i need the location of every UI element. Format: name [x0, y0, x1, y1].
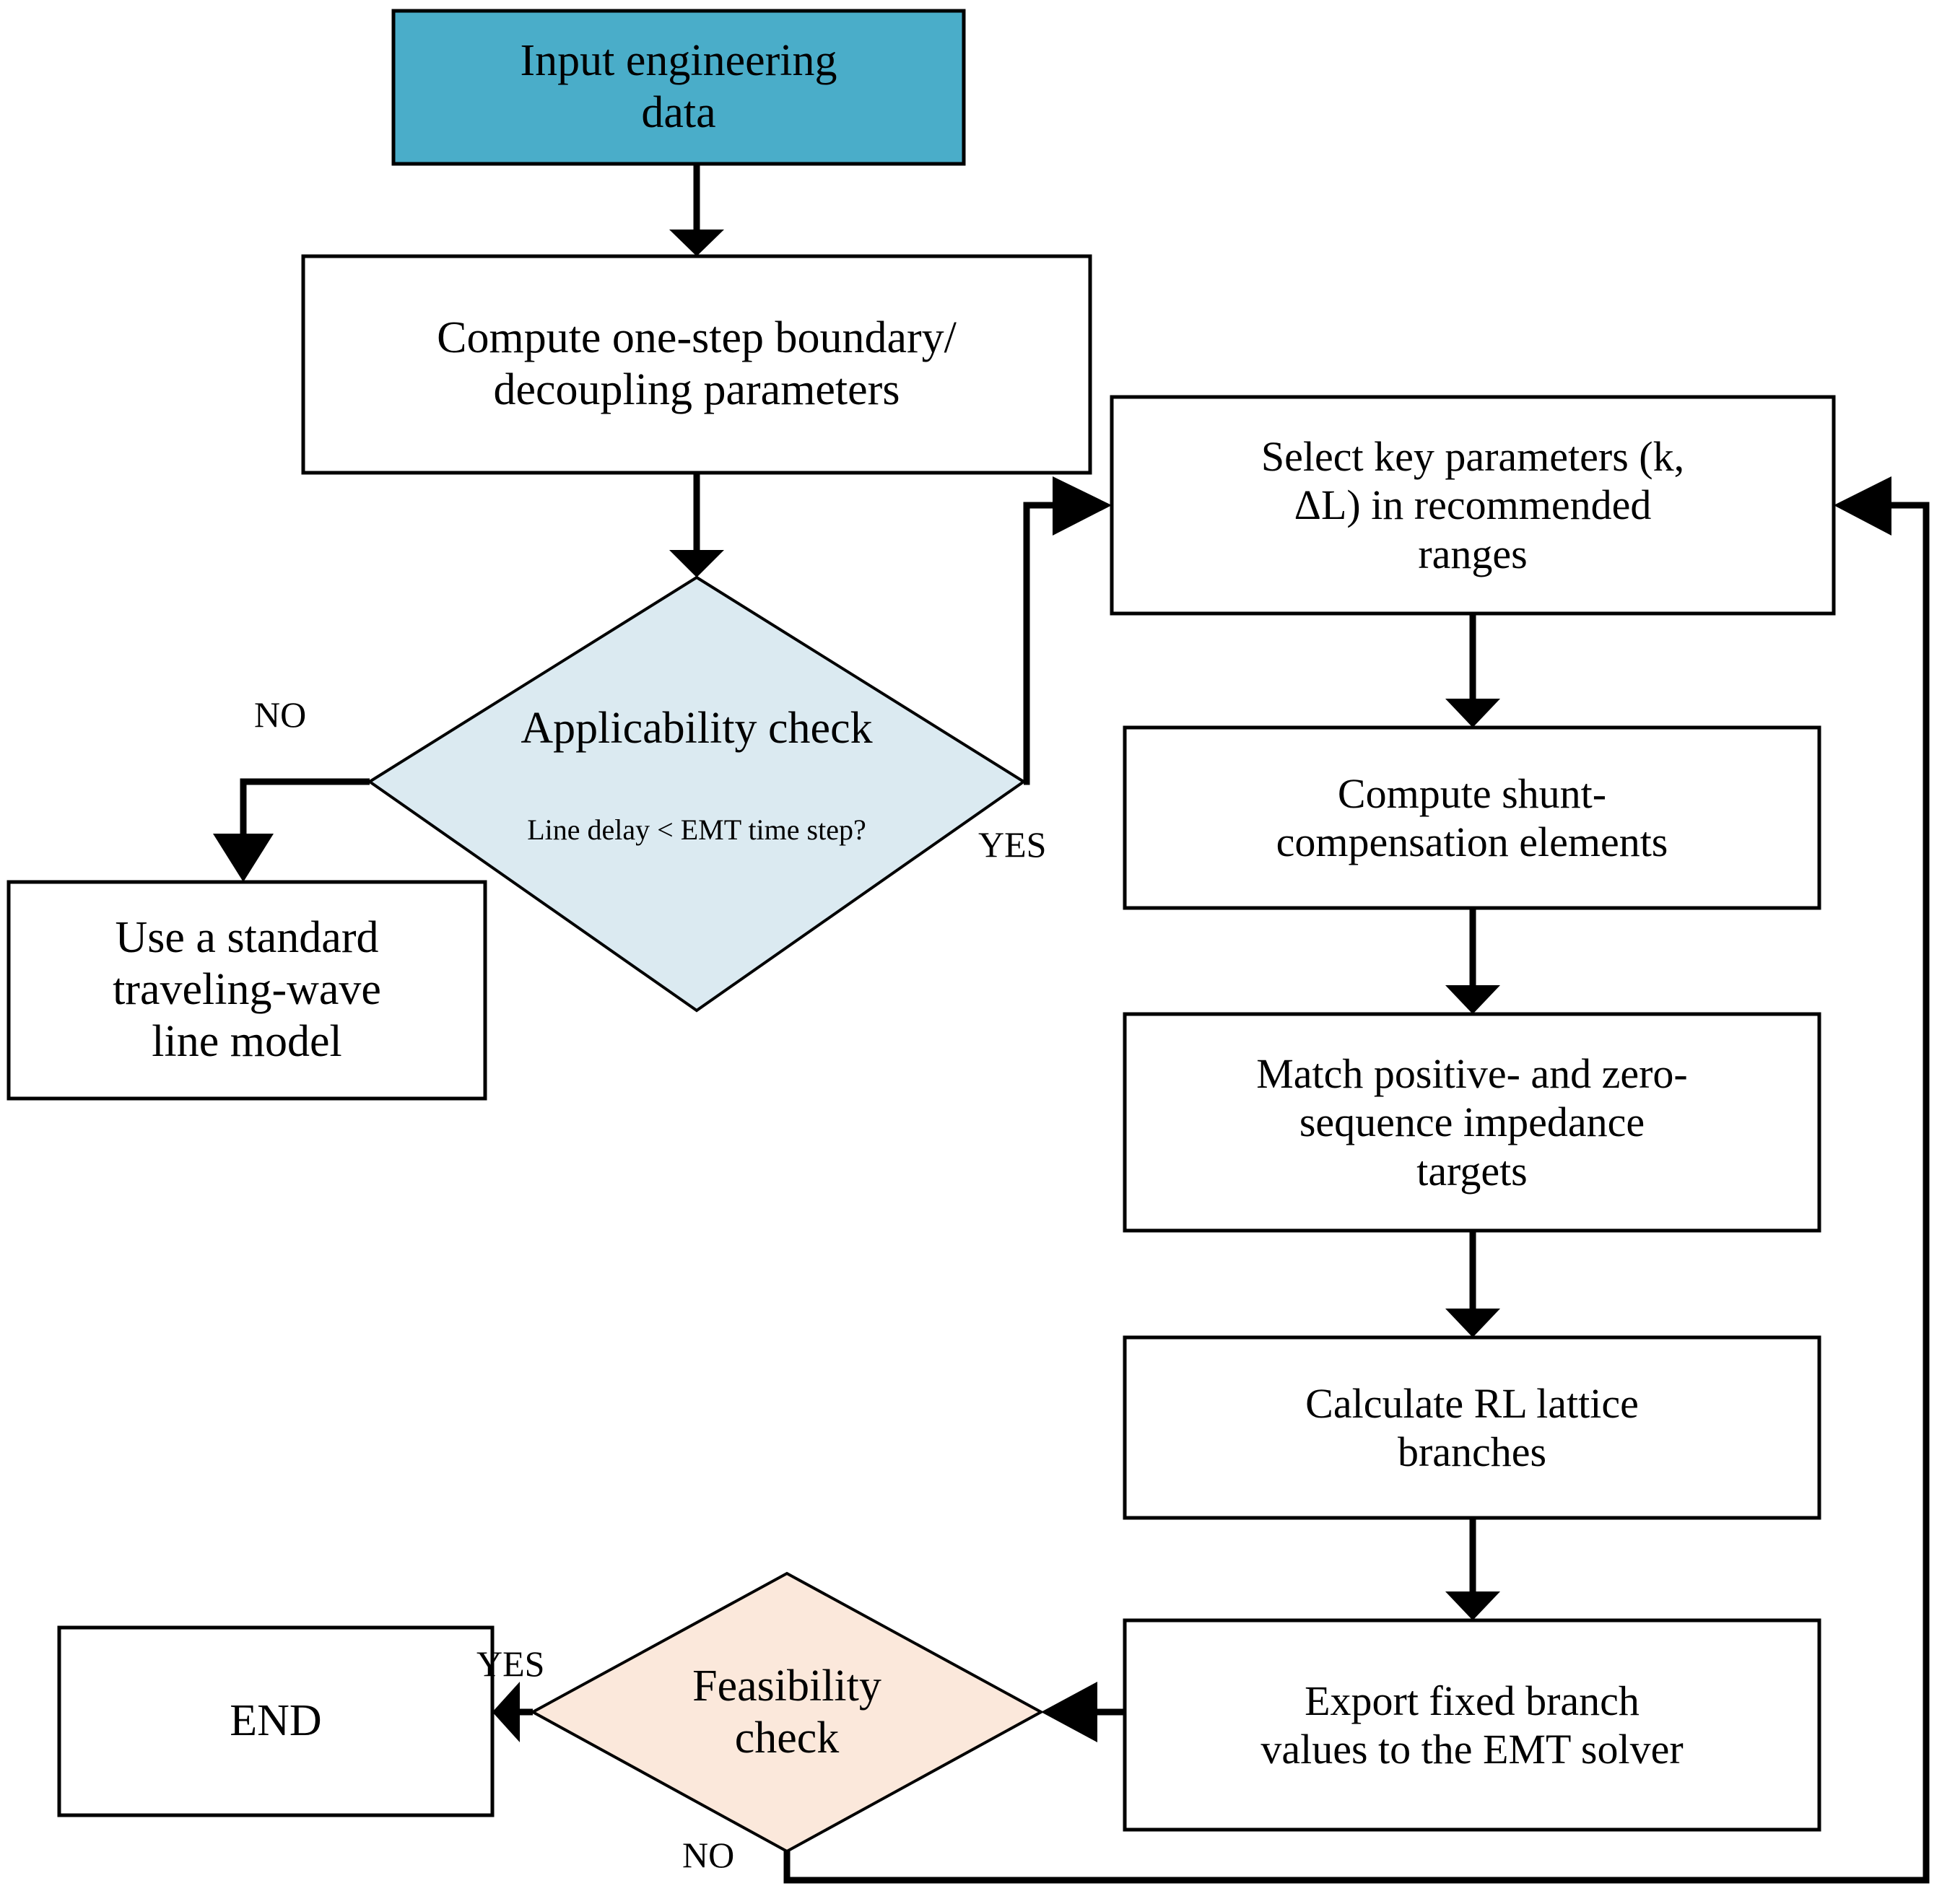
edge-label-feasibility-no: NO — [682, 1835, 735, 1875]
node-match-impedance-targets[interactable] — [1123, 1012, 1821, 1233]
node-use-traveling-wave-model[interactable] — [6, 880, 487, 1101]
node-applicability-check[interactable] — [367, 575, 1027, 1013]
edge-label-applicability-no: NO — [254, 694, 307, 735]
node-input-engineering-data[interactable] — [391, 9, 966, 166]
node-compute-shunt-compensation[interactable] — [1123, 725, 1821, 910]
edge-applicability-no — [213, 778, 370, 882]
node-select-key-parameters[interactable] — [1110, 395, 1836, 616]
edge-label-feasibility-yes: YES — [476, 1643, 545, 1684]
edge-shunt-to-match — [1445, 908, 1500, 1014]
edge-rl-to-export — [1445, 1518, 1500, 1620]
edge-export-to-feasibility — [1041, 1682, 1125, 1742]
node-export-branch-values[interactable] — [1123, 1618, 1821, 1832]
node-end[interactable] — [57, 1625, 495, 1817]
edge-applicability-yes — [1023, 476, 1112, 785]
node-feasibility-check[interactable] — [529, 1571, 1045, 1853]
edge-match-to-rl — [1445, 1231, 1500, 1337]
edge-label-applicability-yes: YES — [978, 824, 1047, 865]
edge-compute-to-applicability — [669, 473, 724, 577]
edge-feasibility-no — [783, 476, 1930, 1884]
node-calculate-rl-lattice[interactable] — [1123, 1335, 1821, 1520]
edge-select-to-shunt — [1445, 613, 1500, 728]
edge-input-to-compute — [669, 164, 724, 256]
node-compute-boundary-parameters[interactable] — [301, 254, 1092, 475]
edge-feasibility-yes — [492, 1682, 533, 1742]
